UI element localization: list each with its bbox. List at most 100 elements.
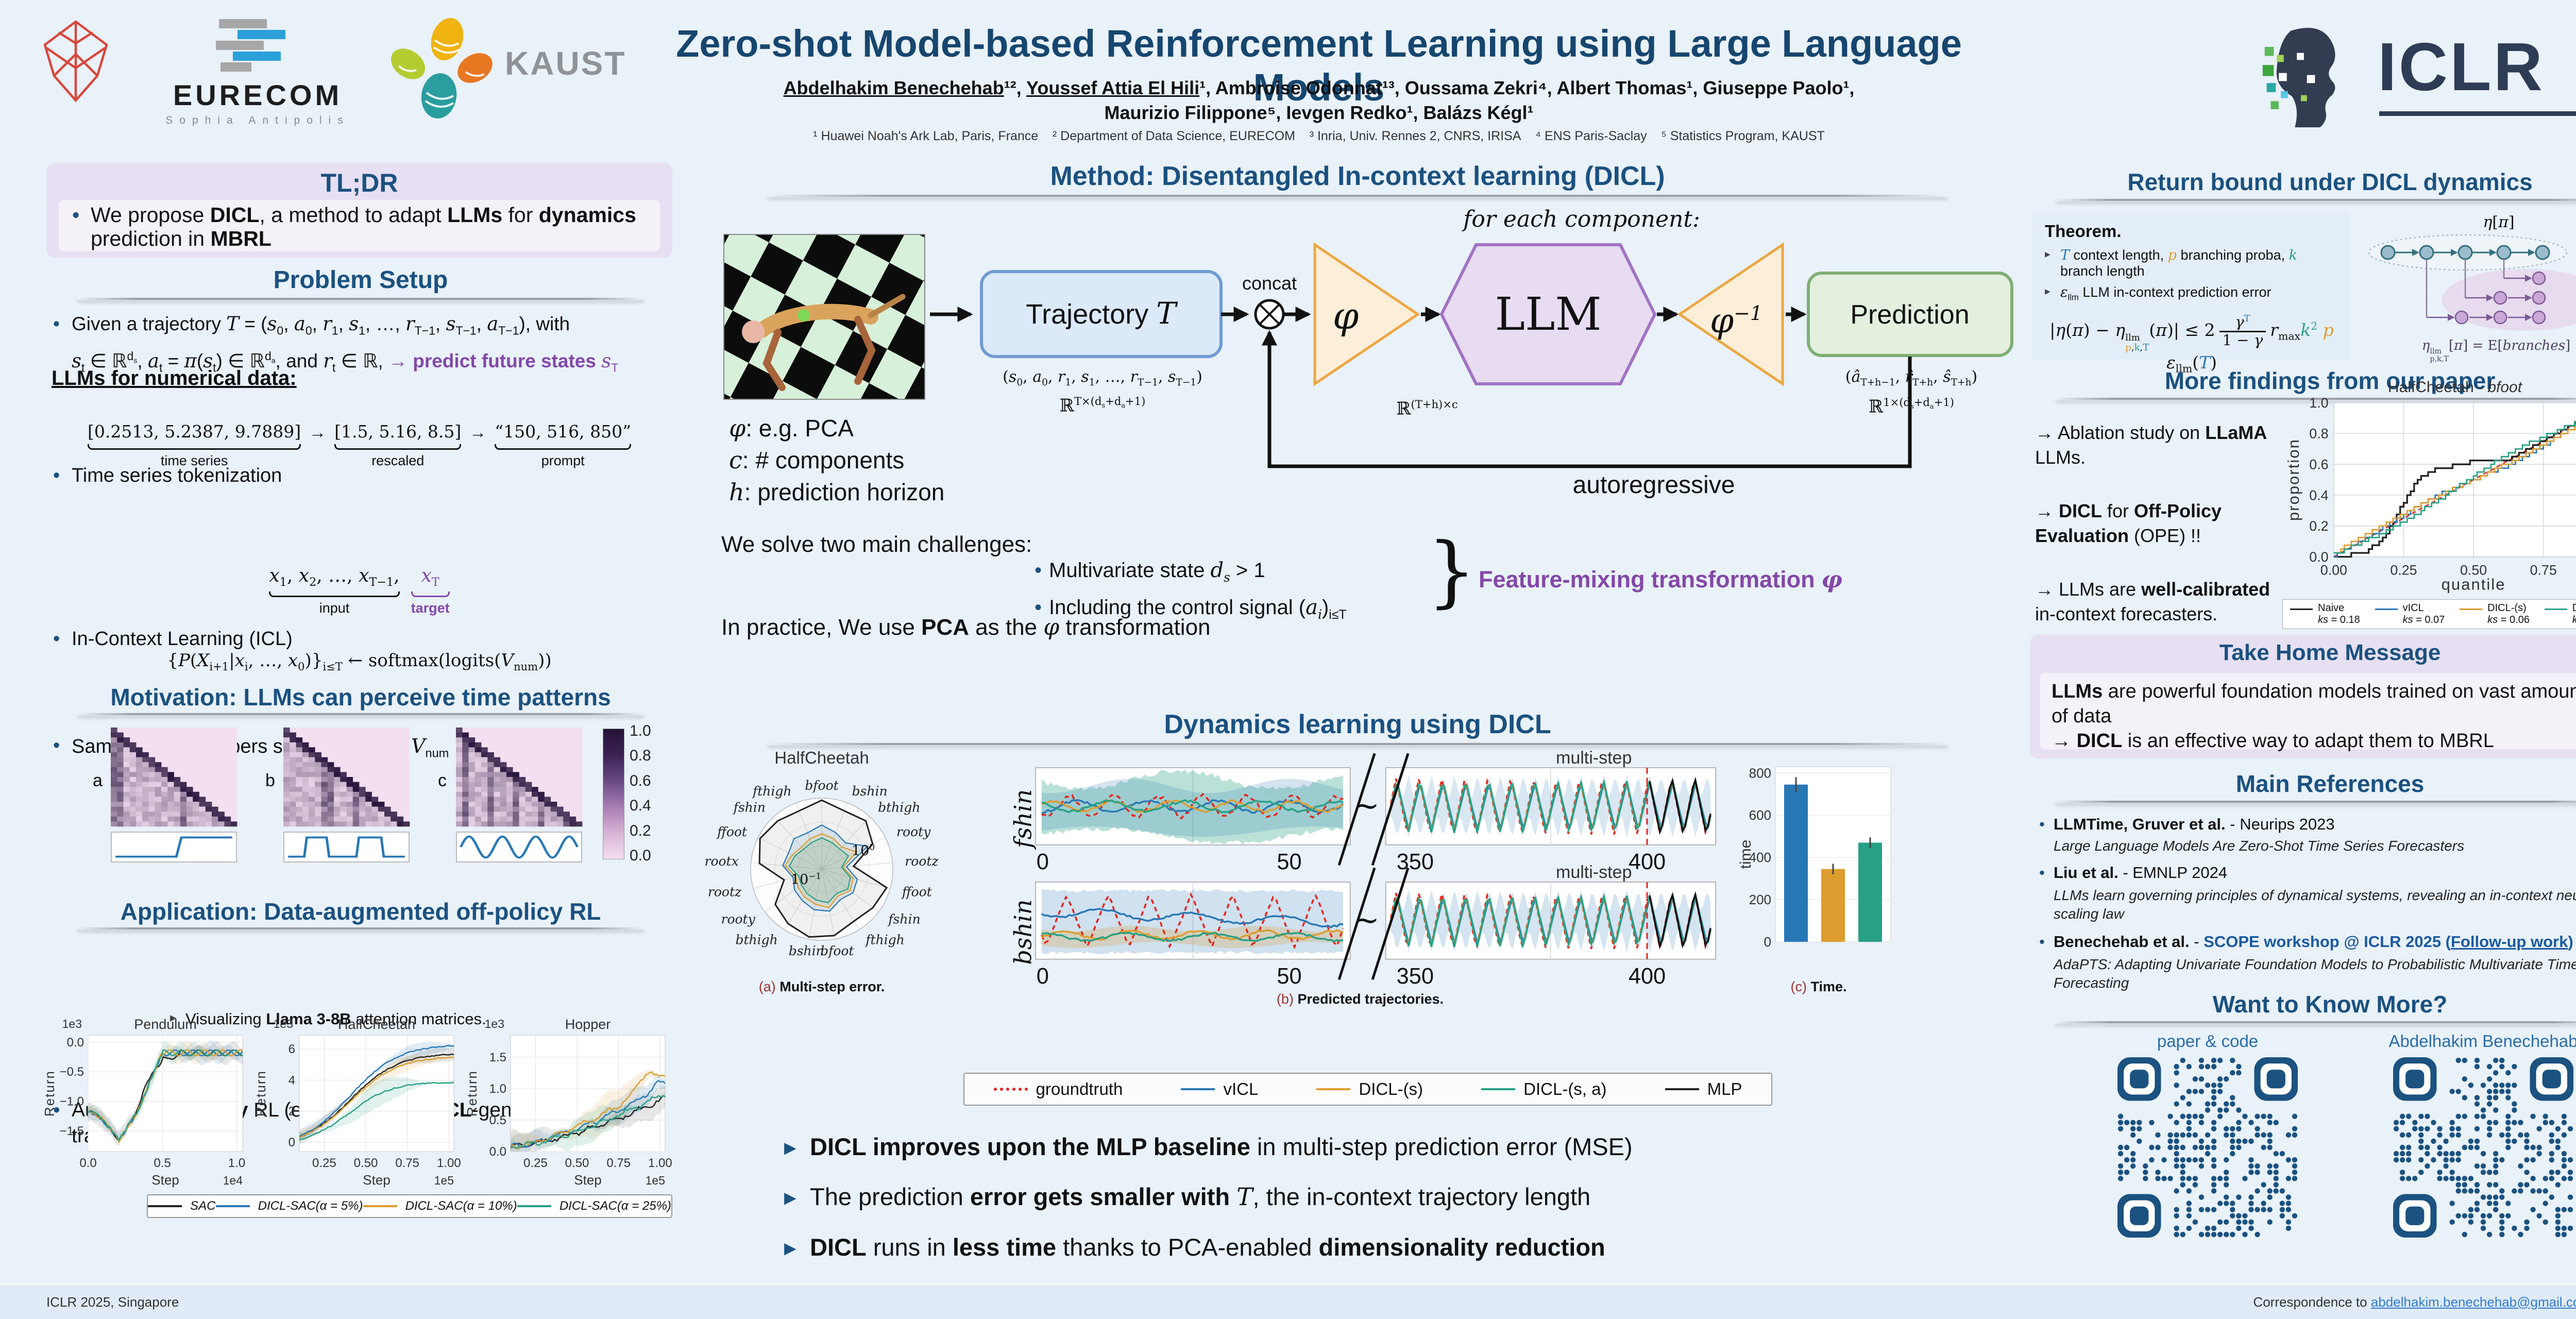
radar-tick-1: 10−1 bbox=[791, 871, 822, 888]
challenges-intro: We solve two main challenges: bbox=[721, 532, 1032, 557]
reference-2-head: Liu et al. - EMNLP 2024 bbox=[2035, 864, 2576, 882]
svg-text:1.00: 1.00 bbox=[648, 1156, 672, 1170]
qr-code-paper bbox=[2117, 1057, 2298, 1238]
svg-text:50: 50 bbox=[1277, 850, 1301, 874]
reference-1-head: LLMTime, Gruver et al. - Neurips 2023 bbox=[2035, 815, 2576, 834]
sampling-formula: {P(Xi+1|xi, …, x0)}i≤T ← softmax(logits(… bbox=[167, 650, 552, 673]
svg-text:0.0: 0.0 bbox=[67, 1036, 84, 1050]
method-diagram: Trajectory T concat φ LLM φ−1 bbox=[701, 206, 2014, 526]
svg-text:fthigh: fthigh bbox=[865, 933, 905, 948]
svg-text:proportion: proportion bbox=[2284, 438, 2302, 521]
theorem-bullet-2: εllm LLM in-context prediction error bbox=[2045, 284, 2338, 302]
calibration-legend-item: DICL-(s)ks = 0.06 bbox=[2460, 602, 2530, 626]
theorem-label: Theorem. bbox=[2045, 222, 2122, 241]
legend-item: DICL-SAC(α = 25%) bbox=[517, 1199, 671, 1213]
svg-text:ffoot: ffoot bbox=[716, 824, 748, 839]
calibration-legend-item: DICL-(s,a)ks = 0.09 bbox=[2544, 602, 2576, 626]
tldr-text: We propose DICL, a method to adapt LLMs … bbox=[68, 203, 651, 250]
section-motivation: Motivation: LLMs can perceive time patte… bbox=[110, 684, 611, 711]
svg-text:350: 350 bbox=[1397, 964, 1434, 989]
svg-text:Prediction: Prediction bbox=[1850, 300, 1969, 330]
svg-text:0.5: 0.5 bbox=[489, 1113, 506, 1127]
arrow-1: → bbox=[309, 422, 327, 442]
phi-dim: ℝ(T+h)×c bbox=[1396, 398, 1458, 419]
svg-text:50: 50 bbox=[1277, 964, 1301, 989]
feature-mixing-label: Feature-mixing transformation φ bbox=[1479, 566, 1842, 593]
iclr-logo: ICLR bbox=[2257, 25, 2576, 133]
svg-text:Return: Return bbox=[464, 1070, 480, 1117]
section-know-more: Want to Know More? bbox=[2212, 991, 2448, 1018]
trajectory-tuple: (s0, a0, r1, s1, …, rT−1, sT−1) bbox=[1003, 368, 1202, 388]
svg-text:−0.5: −0.5 bbox=[60, 1065, 84, 1079]
svg-text:350: 350 bbox=[1397, 850, 1434, 874]
prediction-box bbox=[1807, 272, 2013, 357]
eurecom-bars-icon bbox=[216, 19, 285, 72]
svg-text:1.0: 1.0 bbox=[228, 1156, 245, 1170]
tldr-inner: We propose DICL, a method to adapt LLMs … bbox=[59, 200, 660, 251]
references-list: LLMTime, Gruver et al. - Neurips 2023 La… bbox=[2035, 815, 2576, 992]
llm-hexagon bbox=[1439, 243, 1657, 385]
svg-text:0.0: 0.0 bbox=[2309, 549, 2328, 565]
qr2-label: Abdelhakim Benechehab bbox=[2388, 1031, 2576, 1051]
challenges-list: Multivariate state ds > 1 Including the … bbox=[1030, 555, 1346, 630]
reference-3-head[interactable]: Benechehab et al. - SCOPE workshop @ ICL… bbox=[2035, 933, 2576, 951]
svg-text:rootz: rootz bbox=[708, 884, 742, 899]
concat-label: concat bbox=[1242, 273, 1297, 294]
theorem-bullet-1: T context length, p branching proba, k b… bbox=[2045, 247, 2338, 279]
svg-text:1.00: 1.00 bbox=[437, 1156, 461, 1170]
finding-1: → Ablation study on LLaMA LLMs. bbox=[2035, 422, 2267, 468]
svg-text:0: 0 bbox=[1764, 934, 1771, 950]
finding-3: → LLMs are well-calibrated in-context fo… bbox=[2035, 579, 2270, 624]
reference-2-sub: LLMs learn governing principles of dynam… bbox=[2054, 887, 2576, 922]
attention-signal-b bbox=[283, 832, 410, 863]
svg-text:bfoot: bfoot bbox=[805, 778, 839, 793]
legend-item: DICL-(s, a) bbox=[1481, 1079, 1606, 1099]
dynamics-bullet-1: DICL improves upon the MLP baseline in m… bbox=[783, 1132, 2009, 1161]
svg-text:2: 2 bbox=[289, 1105, 295, 1119]
svg-text:0.25: 0.25 bbox=[2390, 563, 2417, 578]
icl-label: In-Context Learning (ICL) bbox=[49, 628, 2576, 650]
svg-text:LLM: LLM bbox=[1495, 288, 1602, 341]
radar-caption: (a) Multi-step error. bbox=[758, 979, 885, 994]
llms-numerical-header: LLMs for numerical data: bbox=[52, 367, 297, 390]
tokenization-formula: [0.2513, 5.2387, 9.7889] time series → [… bbox=[46, 421, 672, 469]
svg-text:rooty: rooty bbox=[896, 824, 931, 839]
svg-text:400: 400 bbox=[1749, 850, 1771, 865]
poster-title: Zero-shot Model-based Reinforcement Lear… bbox=[676, 22, 1962, 109]
svg-text:1e3: 1e3 bbox=[485, 1017, 504, 1030]
traj-annotation-1: multi-step bbox=[1556, 748, 1632, 768]
svg-text:Step: Step bbox=[151, 1172, 179, 1188]
svg-text:1.0: 1.0 bbox=[489, 1082, 506, 1096]
tokenization-label: Time series tokenization bbox=[49, 465, 2576, 487]
traj-caption: (b) Predicted trajectories. bbox=[1276, 991, 1444, 1007]
svg-text:bthigh: bthigh bbox=[735, 933, 777, 948]
svg-text:∼: ∼ bbox=[1353, 902, 1380, 939]
iclr-underline bbox=[2379, 111, 2576, 116]
svg-text:Step: Step bbox=[363, 1172, 391, 1188]
svg-text:0: 0 bbox=[1037, 850, 1049, 874]
svg-text:bshin: bshin bbox=[852, 784, 888, 799]
correspondence-email[interactable]: abdelhakim.benechehab@gmail.com bbox=[2370, 1294, 2576, 1310]
legend-item: DICL-SAC(α = 10%) bbox=[363, 1199, 517, 1213]
challenges-brace: } bbox=[1427, 527, 1477, 616]
time-caption: (c) Time. bbox=[1790, 979, 1847, 994]
authors-line1: Abdelhakim Benechehab¹², Youssef Attia E… bbox=[783, 77, 1855, 98]
svg-text:ffoot: ffoot bbox=[901, 884, 933, 899]
svg-text:0.00: 0.00 bbox=[2320, 563, 2347, 578]
svg-text:−1.0: −1.0 bbox=[60, 1094, 84, 1108]
svg-text:Return: Return bbox=[253, 1070, 268, 1117]
svg-text:fshin: fshin bbox=[733, 800, 766, 815]
attention-signal-c bbox=[456, 832, 582, 863]
svg-text:Pendulum: Pendulum bbox=[134, 1017, 197, 1032]
halfcheetah-image bbox=[723, 234, 925, 400]
section-method: Method: Disentangled In-context learning… bbox=[1050, 161, 1665, 191]
traj-ylabel-bshin: bshin bbox=[1009, 899, 1037, 965]
